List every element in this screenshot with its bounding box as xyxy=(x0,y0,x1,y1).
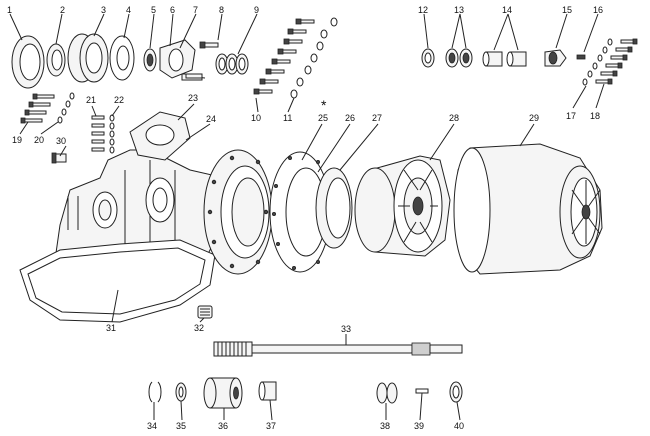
part-26-flange-gasket xyxy=(269,151,331,273)
part-19-bolt-set xyxy=(20,93,55,124)
part-2-seal xyxy=(46,43,66,77)
part-28-coupling-hub xyxy=(354,155,451,257)
callout-19: 19 xyxy=(12,135,22,145)
callout-26: 26 xyxy=(345,113,355,123)
part-29-bell-housing xyxy=(453,143,603,275)
callout-33: 33 xyxy=(341,324,351,334)
callout-30: 30 xyxy=(56,136,66,146)
part-27-ring xyxy=(315,167,353,249)
part-3-bearing xyxy=(67,33,109,83)
callout-9: 9 xyxy=(254,5,259,15)
part-38-bearing-pair xyxy=(376,382,398,404)
part-31-base-gasket xyxy=(19,239,216,323)
callout-35: 35 xyxy=(176,421,186,431)
part-9-ring-set xyxy=(215,53,249,75)
callout-6: 6 xyxy=(170,5,175,15)
part-23-inspection-cover xyxy=(129,111,191,161)
callout-23: 23 xyxy=(188,93,198,103)
callout-36: 36 xyxy=(218,421,228,431)
callout-18: 18 xyxy=(590,111,600,121)
leader-lines xyxy=(9,13,605,421)
callout-7: 7 xyxy=(193,5,198,15)
part-5-o-ring xyxy=(143,48,157,72)
asterisk-mark: * xyxy=(321,97,327,113)
callout-10: 10 xyxy=(251,113,261,123)
callout-8: 8 xyxy=(219,5,224,15)
part-30-plug xyxy=(51,152,67,164)
part-10-bolt-set xyxy=(253,18,315,95)
callout-14: 14 xyxy=(502,5,512,15)
callout-38: 38 xyxy=(380,421,390,431)
callout-15: 15 xyxy=(562,5,572,15)
callout-34: 34 xyxy=(147,421,157,431)
callout-29: 29 xyxy=(529,113,539,123)
callout-22: 22 xyxy=(114,95,124,105)
part-18-bolt-set xyxy=(595,38,638,85)
callout-11: 11 xyxy=(283,113,292,123)
callout-21: 21 xyxy=(86,95,96,105)
part-17-washer-set xyxy=(582,38,613,86)
callout-5: 5 xyxy=(151,5,156,15)
part-33-shaft xyxy=(213,341,463,357)
part-35-spacer xyxy=(175,382,187,402)
callout-16: 16 xyxy=(593,5,603,15)
callout-1: 1 xyxy=(7,5,12,15)
callout-20: 20 xyxy=(34,135,44,145)
part-32-breather xyxy=(197,305,213,319)
part-13-seal-pair xyxy=(445,48,473,68)
part-16-key xyxy=(576,54,586,60)
callout-2: 2 xyxy=(60,5,65,15)
callout-13: 13 xyxy=(454,5,464,15)
part-21-stud-set xyxy=(91,115,105,152)
part-39-key xyxy=(415,388,429,394)
callout-3: 3 xyxy=(101,5,106,15)
part-37-bushing xyxy=(258,381,277,401)
parts-drawing xyxy=(11,17,638,409)
part-1-seal-ring xyxy=(11,35,45,89)
callout-25: 25 xyxy=(318,113,328,123)
part-15-nut xyxy=(544,49,567,67)
callout-4: 4 xyxy=(126,5,131,15)
part-34-snap-ring xyxy=(148,381,162,403)
callout-28: 28 xyxy=(449,113,459,123)
part-8-bolt xyxy=(185,41,219,79)
part-12-seal xyxy=(421,48,435,68)
callout-24: 24 xyxy=(206,114,216,124)
part-4-gasket xyxy=(109,35,135,81)
callout-39: 39 xyxy=(414,421,424,431)
part-14-bushing-pair xyxy=(482,51,527,67)
callout-labels: 1 2 3 4 5 6 7 8 9 10 11 12 13 14 15 16 1… xyxy=(7,5,603,431)
part-25-adapter-flange xyxy=(203,149,273,275)
part-11-washer-set xyxy=(290,17,338,99)
callout-27: 27 xyxy=(372,113,382,123)
callout-12: 12 xyxy=(418,5,428,15)
callout-37: 37 xyxy=(266,421,276,431)
part-20-washer-set xyxy=(57,92,75,124)
callout-31: 31 xyxy=(106,323,116,333)
callout-40: 40 xyxy=(454,421,464,431)
callout-32: 32 xyxy=(194,323,204,333)
part-40-collar xyxy=(449,381,463,403)
part-22-nut-set xyxy=(109,114,115,154)
part-36-bearing xyxy=(203,377,243,409)
callout-17: 17 xyxy=(566,111,576,121)
